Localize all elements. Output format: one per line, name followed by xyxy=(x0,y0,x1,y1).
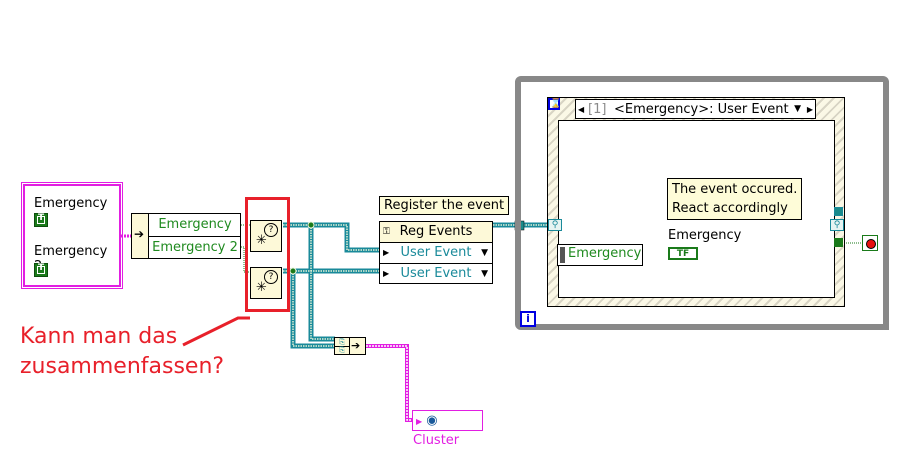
unbundle-row[interactable]: Emergency xyxy=(158,217,232,232)
iteration-terminal[interactable]: i xyxy=(520,311,536,327)
dynamic-event-terminal-right[interactable]: ⚲ xyxy=(830,219,844,231)
register-icon: ⚿ xyxy=(383,227,390,237)
cluster-item-label: Emergency xyxy=(34,196,108,211)
cluster-indicator[interactable]: ▶ ◉ Cluster xyxy=(412,410,483,448)
create-star-icon: ✳ xyxy=(256,233,267,248)
annotation-line: Kann man das xyxy=(20,324,178,349)
unbundle-by-name-node[interactable]: ➔ Emergency Emergency 2 xyxy=(131,213,241,259)
annotation-line: zusammenfassen? xyxy=(20,354,225,379)
event-data-label: Emergency xyxy=(568,246,642,261)
register-events-node[interactable]: ⚿ Reg Events ▶ User Event ▼ ▶ User Event… xyxy=(379,221,493,284)
refnum-wire-2-branch xyxy=(290,271,335,349)
cluster-indicator-label: Cluster xyxy=(413,433,460,448)
boolean-true-constant[interactable]: T xyxy=(34,213,48,227)
event-case-selector[interactable]: ◀ [1] <Emergency>: User Event ▼ ▶ xyxy=(575,99,816,119)
node-arrow-icon: ➔ xyxy=(132,214,149,258)
dynamic-event-terminal-left[interactable]: ⚲ xyxy=(548,219,562,231)
shift-terminal xyxy=(834,207,843,216)
input-arrow-icon: ▶ xyxy=(416,417,423,426)
refnum-wire-1 xyxy=(283,222,380,253)
cluster-wire-out xyxy=(366,344,412,422)
while-loop[interactable] xyxy=(515,76,889,330)
create-user-event-node[interactable]: ? ✳ xyxy=(250,220,282,252)
annotation-text: Kann man das zusammenfassen? xyxy=(20,322,224,382)
register-event-row[interactable]: ▶ User Event ▼ xyxy=(380,263,492,284)
timeout-terminal-icon[interactable]: ⌛ xyxy=(548,98,562,110)
register-events-title: ⚿ Reg Events xyxy=(380,222,492,243)
comment-event: The event occured. React accordingly xyxy=(667,178,803,220)
create-star-icon: ✳ xyxy=(256,280,267,295)
prev-case-icon[interactable]: ◀ xyxy=(578,105,585,114)
input-arrow-icon: ▶ xyxy=(383,269,390,278)
user-event-icon: ? xyxy=(264,223,278,237)
wire-junction-1 xyxy=(307,221,315,229)
boolean-tunnel xyxy=(834,238,843,247)
boolean-indicator[interactable]: TF xyxy=(668,247,698,260)
create-user-event-node[interactable]: ? ✳ xyxy=(250,267,282,299)
stop-terminal-icon[interactable] xyxy=(862,235,878,251)
event-data-handle xyxy=(560,247,565,263)
annotation-highlight-box xyxy=(245,197,290,312)
cluster-constant[interactable]: Emergency T Emergency 2 T xyxy=(21,182,123,289)
refnum-wire-1-branch xyxy=(308,225,335,342)
case-label: <Emergency>: User Event xyxy=(614,102,789,117)
bundle-input-icon: ⎘ xyxy=(335,338,350,347)
cluster-globe-icon: ◉ xyxy=(426,413,438,428)
dropdown-icon[interactable]: ▼ xyxy=(481,269,488,279)
indicator-label: Emergency xyxy=(668,228,742,243)
case-index: [1] xyxy=(588,102,607,117)
bundle-input-icon: ⎘ xyxy=(335,346,350,354)
wire-junction-2 xyxy=(289,267,297,275)
register-event-row[interactable]: ▶ User Event ▼ xyxy=(380,243,492,263)
input-arrow-icon: ▶ xyxy=(383,248,390,257)
boolean-true-constant[interactable]: T xyxy=(34,263,48,277)
dropdown-icon[interactable]: ▼ xyxy=(481,248,488,258)
user-event-icon: ? xyxy=(264,270,278,284)
unbundle-row[interactable]: Emergency 2 xyxy=(149,236,241,259)
comment-register: Register the event xyxy=(379,196,510,215)
bundle-arrow-icon: ➔ xyxy=(351,339,361,352)
case-dropdown-icon[interactable]: ▼ xyxy=(794,104,801,114)
event-data-unbundle[interactable]: Emergency xyxy=(557,244,643,266)
next-case-icon[interactable]: ▶ xyxy=(806,105,813,114)
build-array-bundle-node[interactable]: ⎘ ⎘ ➔ xyxy=(334,337,366,355)
